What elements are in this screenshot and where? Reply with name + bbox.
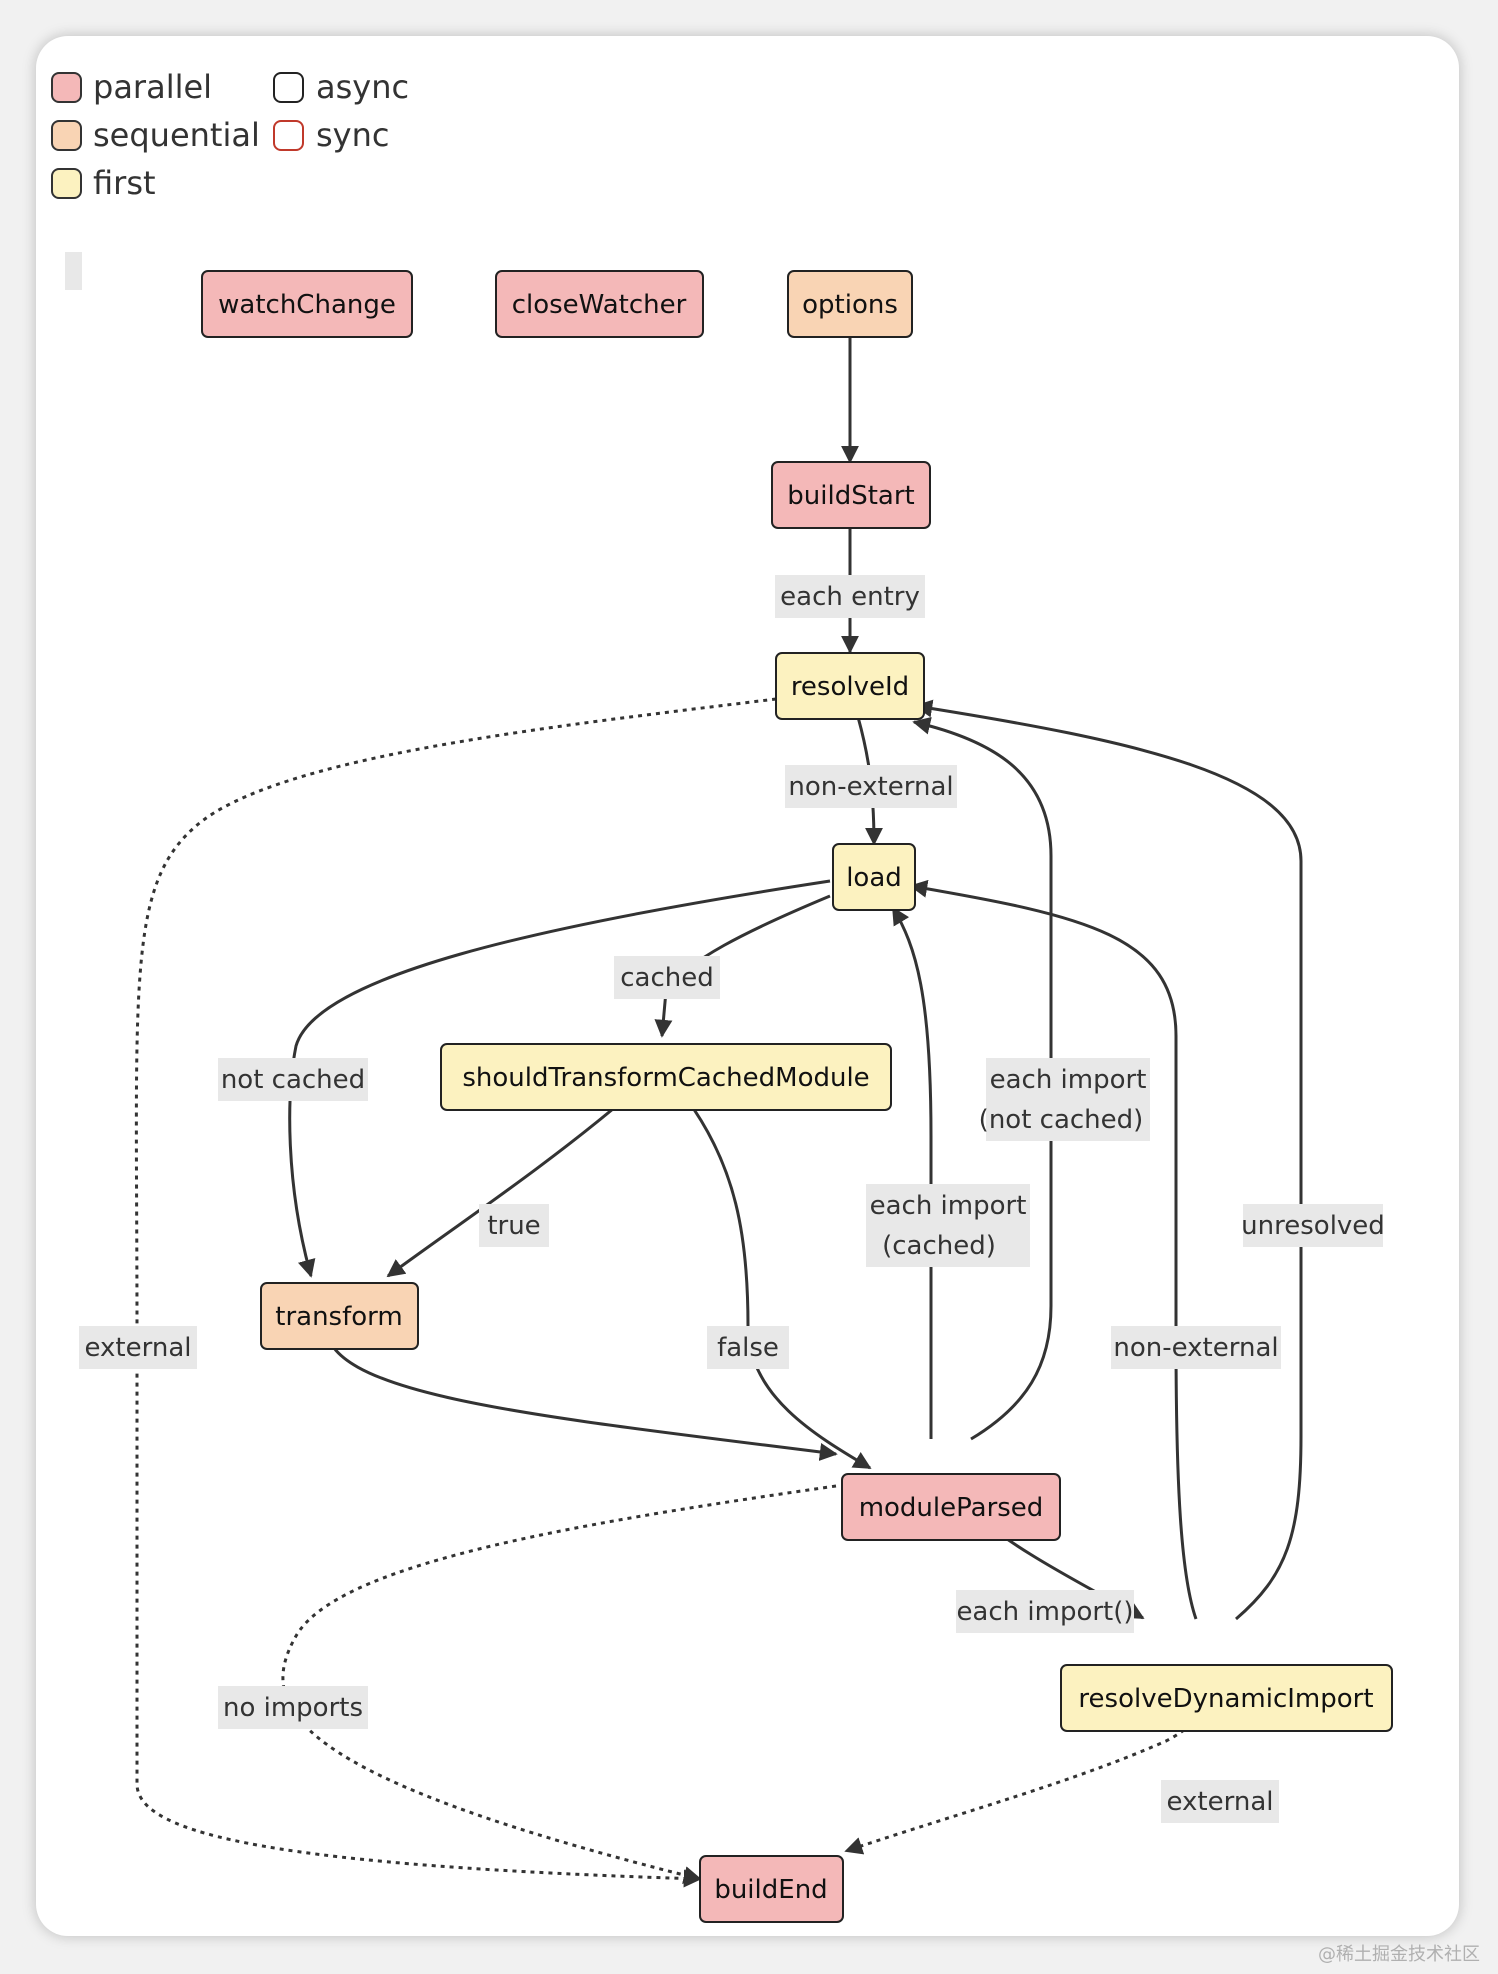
svg-text:not cached: not cached bbox=[221, 1065, 365, 1095]
svg-text:closeWatcher: closeWatcher bbox=[512, 290, 687, 320]
svg-text:shouldTransformCachedModule: shouldTransformCachedModule bbox=[462, 1063, 869, 1093]
edge-label-non-external-dynamic: non-external bbox=[1111, 1326, 1281, 1369]
svg-text:unresolved: unresolved bbox=[1241, 1211, 1385, 1241]
edge-resolvedynamicimport-resolveid bbox=[914, 699, 1303, 1621]
svg-text:transform: transform bbox=[275, 1302, 402, 1332]
legend-item-async: async bbox=[273, 68, 409, 106]
flowchart: parallel sequential first async sync bbox=[51, 68, 1393, 1923]
edge-label-not-cached: not cached bbox=[218, 1058, 368, 1101]
edge-label-external-resolveid: external bbox=[79, 1326, 197, 1369]
edge-moduleparsed-buildend bbox=[281, 1484, 837, 1884]
edge-label-cached: cached bbox=[614, 956, 720, 999]
node-watchchange[interactable]: watchChange bbox=[201, 270, 413, 338]
svg-text:each import: each import bbox=[990, 1065, 1147, 1095]
svg-text:options: options bbox=[802, 290, 898, 320]
legend-label-sync: sync bbox=[316, 116, 389, 154]
edge-labels: each entry non-external cached not cache… bbox=[79, 575, 1385, 1823]
node-shouldtransformcachedmodule[interactable]: shouldTransformCachedModule bbox=[440, 1043, 892, 1111]
edge-resolvedynamicimport-load bbox=[909, 879, 1198, 1620]
node-closewatcher[interactable]: closeWatcher bbox=[495, 270, 704, 338]
svg-text:resolveId: resolveId bbox=[791, 672, 909, 702]
legend-label-parallel: parallel bbox=[93, 68, 212, 106]
edge-label-false: false bbox=[707, 1326, 789, 1369]
watermark: @稀土掘金技术社区 bbox=[1318, 1944, 1480, 1965]
node-buildend[interactable]: buildEnd bbox=[699, 1855, 844, 1923]
edge-transform-moduleparsed bbox=[324, 1325, 838, 1461]
edge-label-no-imports: no imports bbox=[218, 1686, 368, 1729]
svg-text:non-external: non-external bbox=[788, 772, 953, 802]
node-load[interactable]: load bbox=[832, 843, 916, 911]
node-moduleparsed[interactable]: moduleParsed bbox=[841, 1473, 1061, 1541]
legend-label-first: first bbox=[93, 164, 156, 202]
edge-label-non-external-resolveid: non-external bbox=[785, 765, 957, 808]
svg-text:load: load bbox=[846, 863, 902, 893]
placeholder-marker bbox=[65, 252, 82, 290]
node-transform[interactable]: transform bbox=[260, 1282, 419, 1350]
edge-resolveid-buildend bbox=[134, 697, 777, 1888]
svg-text:no imports: no imports bbox=[223, 1693, 363, 1723]
edge-label-each-import-cached: each import (cached) bbox=[866, 1184, 1030, 1267]
svg-text:(not cached): (not cached) bbox=[979, 1105, 1144, 1135]
svg-text:each import(): each import() bbox=[956, 1597, 1133, 1627]
legend-item-first: first bbox=[51, 164, 156, 202]
legend-item-sync: sync bbox=[273, 116, 389, 154]
svg-text:buildStart: buildStart bbox=[787, 481, 914, 511]
svg-text:each import: each import bbox=[870, 1191, 1027, 1221]
edge-moduleparsed-resolveid bbox=[912, 716, 1053, 1441]
svg-text:true: true bbox=[487, 1211, 540, 1241]
legend-swatch-sync bbox=[273, 120, 304, 151]
svg-text:moduleParsed: moduleParsed bbox=[859, 1493, 1044, 1523]
legend-item-sequential: sequential bbox=[51, 116, 260, 154]
svg-text:external: external bbox=[1167, 1787, 1274, 1817]
node-resolvedynamicimport[interactable]: resolveDynamicImport bbox=[1060, 1664, 1393, 1732]
svg-text:cached: cached bbox=[620, 963, 714, 993]
legend-item-parallel: parallel bbox=[51, 68, 212, 106]
node-buildstart[interactable]: buildStart bbox=[771, 461, 931, 529]
edges bbox=[134, 338, 1303, 1888]
edge-shouldtransform-moduleparsed bbox=[684, 1097, 872, 1470]
legend-swatch-parallel bbox=[51, 72, 82, 103]
edge-moduleparsed-load bbox=[891, 906, 933, 1439]
svg-text:(cached): (cached) bbox=[882, 1231, 996, 1261]
edge-label-true: true bbox=[479, 1204, 549, 1247]
legend-swatch-first bbox=[51, 168, 82, 199]
edge-label-external-dynamic: external bbox=[1161, 1780, 1279, 1823]
svg-text:external: external bbox=[85, 1333, 192, 1363]
svg-text:non-external: non-external bbox=[1113, 1333, 1278, 1363]
svg-text:false: false bbox=[717, 1333, 779, 1363]
edge-load-transform bbox=[288, 879, 831, 1278]
edge-label-each-import-not-cached: each import (not cached) bbox=[979, 1058, 1150, 1141]
edge-label-unresolved: unresolved bbox=[1241, 1204, 1385, 1247]
edge-label-each-import-dynamic: each import() bbox=[956, 1590, 1134, 1633]
legend-swatch-async bbox=[273, 72, 304, 103]
node-resolveid[interactable]: resolveId bbox=[775, 652, 925, 720]
svg-text:resolveDynamicImport: resolveDynamicImport bbox=[1078, 1684, 1373, 1714]
diagram-card: parallel sequential first async sync bbox=[36, 36, 1459, 1936]
legend-label-async: async bbox=[316, 68, 409, 106]
legend-swatch-sequential bbox=[51, 120, 82, 151]
edge-label-each-entry: each entry bbox=[775, 575, 925, 618]
svg-text:each entry: each entry bbox=[780, 582, 920, 612]
svg-text:watchChange: watchChange bbox=[218, 290, 396, 320]
legend: parallel sequential first async sync bbox=[51, 68, 409, 202]
svg-text:buildEnd: buildEnd bbox=[714, 1875, 827, 1905]
nodes: watchChange closeWatcher options buildSt… bbox=[201, 270, 1393, 1923]
node-options[interactable]: options bbox=[787, 270, 913, 338]
legend-label-sequential: sequential bbox=[93, 116, 260, 154]
edge-shouldtransform-transform bbox=[386, 1096, 627, 1278]
